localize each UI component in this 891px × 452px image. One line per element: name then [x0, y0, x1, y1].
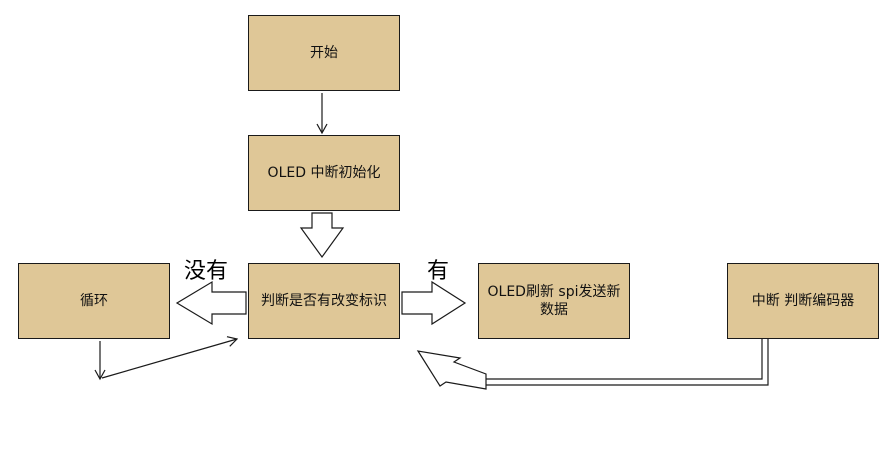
- node-check: 判断是否有改变标识: [248, 263, 400, 339]
- block-arrow-check-to-loop: [175, 280, 247, 326]
- node-loop: 循环: [18, 263, 170, 339]
- isr-connector-outer: [486, 339, 763, 380]
- isr-connector-inner: [486, 339, 769, 386]
- node-start: 开始: [248, 15, 400, 91]
- node-oled-init: OLED 中断初始化: [248, 135, 400, 211]
- block-arrow-init-to-check: [299, 212, 345, 259]
- node-isr: 中断 判断编码器: [727, 263, 879, 339]
- block-arrow-check-to-refresh: [401, 280, 467, 326]
- node-refresh: OLED刷新 spi发送新数据: [478, 263, 630, 339]
- edge-label-yes: 有: [427, 259, 450, 284]
- edge-label-no: 没有: [184, 259, 229, 284]
- isr-arrow-head: [416, 350, 487, 390]
- arrow-loop-return: [101, 336, 239, 379]
